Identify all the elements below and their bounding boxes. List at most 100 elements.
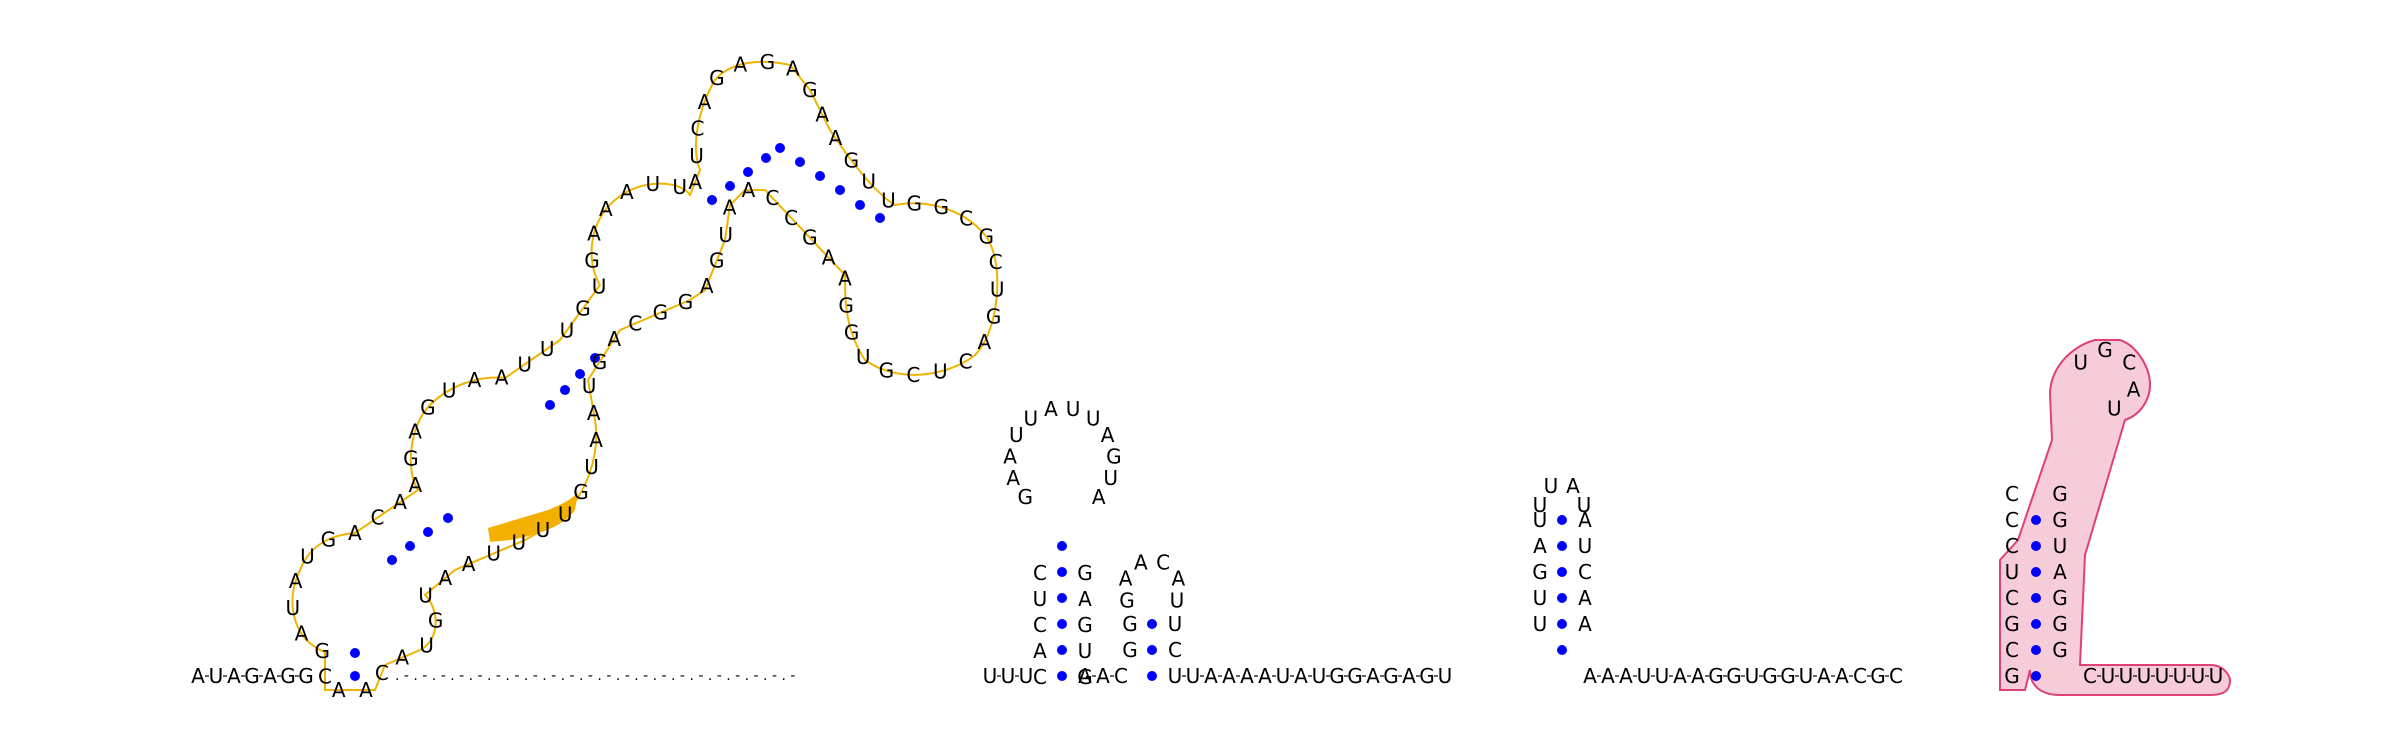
orange-domain-nucleotide: C (959, 206, 973, 230)
base-pair-dot (590, 353, 600, 363)
linker-nucleotide: G (1329, 664, 1345, 688)
orange-domain-nucleotide: A (289, 569, 303, 593)
hairpin2-loop: A (1172, 567, 1186, 591)
linker-nucleotide: U (1001, 664, 1016, 688)
orange-domain-nucleotide: U (486, 541, 501, 565)
orange-domain-nucleotide: G (709, 66, 725, 90)
orange-domain-nucleotide: G (906, 191, 922, 215)
linker-nucleotide: G (1383, 664, 1399, 688)
orange-domain-nucleotide: C (906, 363, 920, 387)
three-prime-tail: U (2191, 664, 2206, 688)
orange-domain-nucleotide: G (844, 148, 860, 172)
hairpin2-loop: C (1156, 550, 1170, 574)
hairpin3-stem-right: A (1578, 586, 1592, 610)
hairpin1-loop: A (1092, 485, 1106, 509)
hairpin3-stem-left: A (1533, 534, 1547, 558)
three-prime-tail: U (2155, 664, 2170, 688)
hairpin1-loop: U (1066, 397, 1081, 421)
linker-nucleotide: U (1312, 664, 1327, 688)
orange-domain-nucleotide: U (517, 352, 532, 376)
orange-domain-nucleotide: G (584, 249, 600, 273)
linker-nucleotide: G (1780, 664, 1796, 688)
hairpin3-loop: U (1533, 493, 1548, 517)
pink-domain-outline (1999, 339, 2232, 696)
pink-highlight-terminator (1999, 339, 2232, 696)
hairpin1-loop: G (1017, 485, 1033, 509)
orange-filled-segment (488, 492, 578, 542)
base-pair-dot (443, 513, 453, 523)
orange-domain-nucleotide: G (986, 304, 1002, 328)
hairpin3-stem-right: C (1578, 560, 1592, 584)
base-pair-dot (1057, 541, 1067, 551)
orange-domain-nucleotide: U (512, 531, 527, 555)
orange-domain-nucleotide: A (723, 196, 737, 220)
base-pair-dot (560, 385, 570, 395)
orange-domain-nucleotide: C (318, 664, 332, 688)
orange-domain-nucleotide: A (829, 126, 843, 150)
hairpin2-stem-right: U (1168, 612, 1183, 636)
base-pair-dot (855, 200, 865, 210)
base-pair-dot (835, 185, 845, 195)
orange-domain-nucleotide: A (589, 428, 603, 452)
base-pair-dot (1147, 671, 1157, 681)
orange-domain-nucleotide: A (838, 266, 852, 290)
base-pair-dot (761, 153, 771, 163)
linker-nucleotide: G (1419, 664, 1435, 688)
hairpin1-loop: G (1106, 444, 1122, 468)
orange-domain-nucleotide: C (765, 186, 779, 210)
orange-domain-nucleotide: A (688, 170, 702, 194)
orange-domain-nucleotide: U (536, 518, 551, 542)
linker-nucleotide: U (1168, 664, 1183, 688)
linker-nucleotide: U (1438, 664, 1453, 688)
base-pair-dot (1057, 645, 1067, 655)
five-prime-nucleotide: A (191, 664, 205, 688)
base-pair-dot (1557, 567, 1567, 577)
terminator-loop: C (2122, 350, 2136, 374)
orange-domain-nucleotide: U (990, 277, 1005, 301)
base-pair-dot (1557, 541, 1567, 551)
linker-nucleotide: U (1019, 664, 1034, 688)
hairpin1-stem-left: C (1033, 665, 1047, 689)
orange-domain-nucleotide: U (856, 345, 871, 369)
hairpin1-loop: A (1006, 466, 1020, 490)
orange-domain-nucleotide: G (592, 350, 608, 374)
orange-domain-nucleotide: U (442, 378, 457, 402)
orange-domain-nucleotide: U (418, 584, 433, 608)
linker-nucleotide: A (1601, 664, 1615, 688)
orange-domain-nucleotide: U (540, 337, 555, 361)
base-pair-dot (405, 541, 415, 551)
terminator-stem-left: G (2004, 612, 2020, 636)
orange-domain-nucleotide: A (978, 330, 992, 354)
base-pair-dot (875, 213, 885, 223)
hairpin2-loop: G (1119, 589, 1135, 613)
linker-nucleotide: A (1583, 664, 1597, 688)
three-prime-tail: U (2173, 664, 2188, 688)
hairpin1-loop: U (1009, 423, 1024, 447)
orange-domain-nucleotide: A (698, 90, 712, 114)
orange-domain-nucleotide: A (786, 57, 800, 81)
hairpin1-loop: A (1003, 444, 1017, 468)
hairpin1-stem-left: A (1033, 639, 1047, 663)
orange-domain-nucleotide: A (438, 566, 452, 590)
base-pair-dots (350, 143, 2041, 681)
base-pair-dot (1147, 645, 1157, 655)
base-pair-dot (2031, 645, 2041, 655)
base-pair-dot (423, 527, 433, 537)
orange-domain-nucleotide: G (844, 320, 860, 344)
hairpin1-loop: U (1103, 466, 1118, 490)
terminator-stem-right: G (2052, 482, 2068, 506)
orange-domain-nucleotide: G (575, 296, 591, 320)
base-pair-dot (1057, 671, 1067, 681)
orange-domain-nucleotide: A (468, 368, 482, 392)
linker-nucleotide: U (983, 664, 998, 688)
three-prime-tail: U (2119, 664, 2134, 688)
hairpin1-stem-right: U (1078, 639, 1093, 663)
orange-domain-nucleotide: C (784, 206, 798, 230)
terminator-stem-right: G (2052, 612, 2068, 636)
orange-domain-nucleotide: U (861, 170, 876, 194)
base-pair-dot (2031, 541, 2041, 551)
hairpin1-loop: U (1024, 406, 1039, 430)
hairpin1-stem-right: G (1077, 665, 1093, 689)
linker-nucleotide: U (1637, 664, 1652, 688)
linker-nucleotide: A (1366, 664, 1380, 688)
